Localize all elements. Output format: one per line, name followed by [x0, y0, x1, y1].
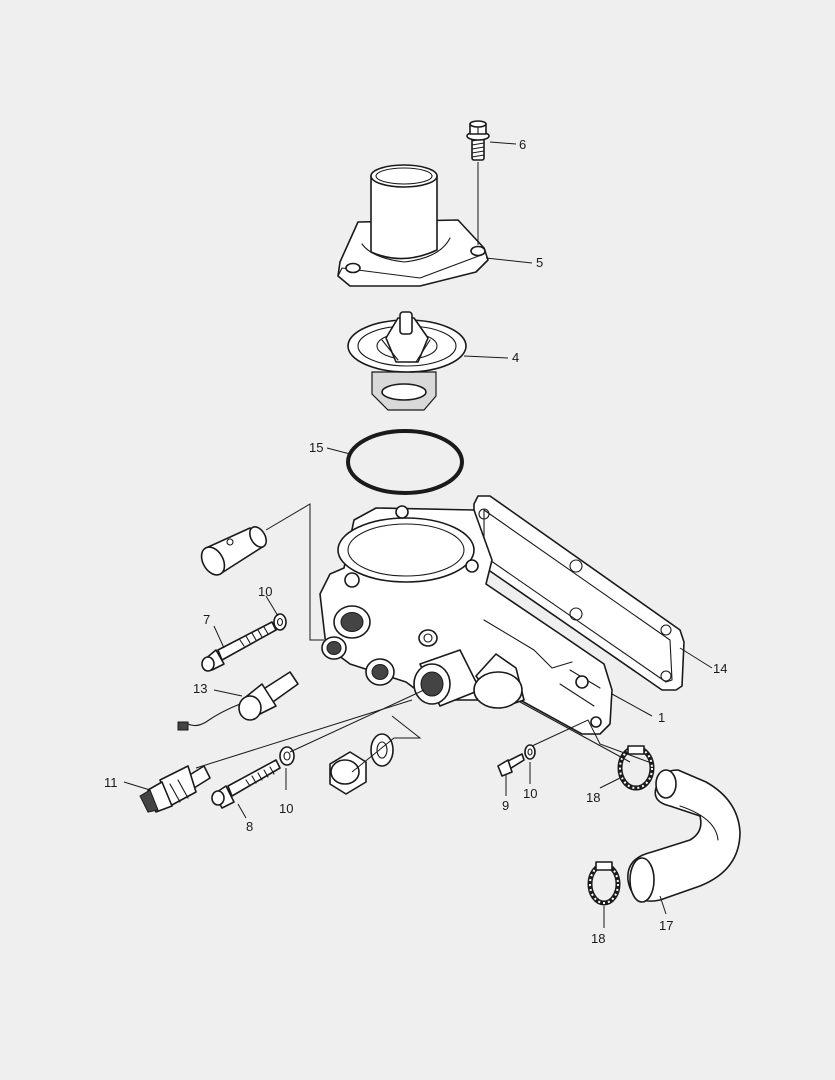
part-11-sender: [139, 765, 211, 813]
callout-18-lower: 18: [591, 931, 605, 946]
part-4-thermostat: [347, 311, 467, 411]
callout-8: 8: [246, 819, 253, 834]
part-15-o-ring: [346, 429, 464, 495]
callout-13: 13: [193, 681, 207, 696]
leader-lines: [123, 141, 713, 928]
part-18-clamp-lower: [587, 861, 621, 906]
part-10-washer-lower-left: [279, 746, 295, 766]
callout-10-right: 10: [523, 786, 537, 801]
callout-9: 9: [502, 798, 509, 813]
part-10-washer-upper: [273, 613, 287, 631]
part-6-bolt: [466, 120, 490, 161]
drain-plug-and-washer: [329, 733, 394, 795]
part-17-hose: [627, 769, 741, 903]
callout-labels: 6 5 4 15 10 7 13 14 1 11 10 8 9 10 18 18…: [104, 137, 727, 946]
callout-6: 6: [519, 137, 526, 152]
part-18-clamp-upper: [617, 745, 655, 791]
callout-7: 7: [203, 612, 210, 627]
callout-14: 14: [713, 661, 727, 676]
plug-cap: [200, 526, 267, 576]
part-10-washer-right: [524, 744, 536, 760]
callout-10-lower-left: 10: [279, 801, 293, 816]
callout-18-upper: 18: [586, 790, 600, 805]
callout-5: 5: [536, 255, 543, 270]
callout-15: 15: [309, 440, 323, 455]
part-5-housing-cover: [337, 164, 489, 287]
callout-1: 1: [658, 710, 665, 725]
part-1-housing-body: [319, 505, 613, 735]
callout-17: 17: [659, 918, 673, 933]
part-7-bolt: [201, 621, 277, 672]
callout-10-upper: 10: [258, 584, 272, 599]
callout-4: 4: [512, 350, 519, 365]
part-9-bolt: [497, 753, 525, 777]
part-13-sensor: [177, 671, 299, 731]
part-8-bolt: [211, 759, 281, 809]
callout-11: 11: [104, 775, 118, 790]
